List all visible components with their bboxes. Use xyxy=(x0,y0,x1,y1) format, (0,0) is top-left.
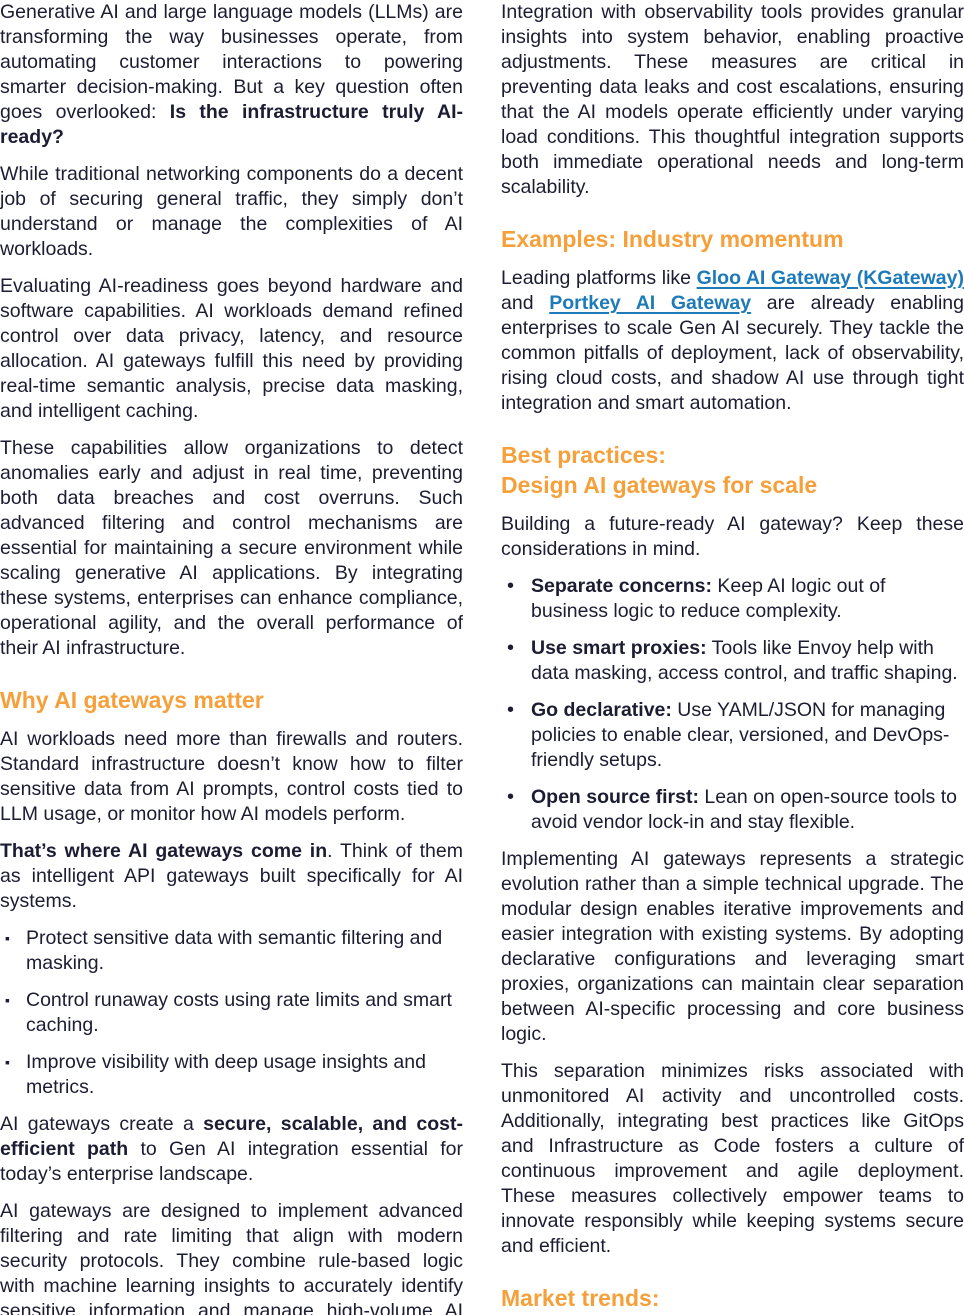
section-heading: Best practices:Design AI gateways for sc… xyxy=(501,442,818,498)
list-item: Use smart proxies: Tools like Envoy help… xyxy=(501,636,964,686)
text-run: Leading platforms like xyxy=(501,267,697,289)
bold-text: Separate concerns: xyxy=(531,575,712,597)
paragraph: Generative AI and large language models … xyxy=(0,0,463,150)
text-run: Lean on open-source tools to avoid vendo… xyxy=(531,786,957,833)
paragraph: Leading platforms like Gloo AI Gateway (… xyxy=(501,266,964,416)
paragraph: That’s where AI gateways come in. Think … xyxy=(0,839,463,914)
section-heading: Market trends:The rise of AI platform en… xyxy=(501,1285,660,1311)
text-run: These capabilities allow organizations t… xyxy=(0,437,463,659)
text-run: Generative AI and large language models … xyxy=(0,1,463,123)
bold-text: That’s where AI gateways come in xyxy=(0,840,328,862)
text-run: and xyxy=(501,292,550,314)
bold-text: Use smart proxies: xyxy=(531,637,707,659)
text-run: AI gateways create a xyxy=(0,1113,204,1135)
list-item: Separate concerns: Keep AI logic out of … xyxy=(501,574,964,624)
text-run: Evaluating AI-readiness goes beyond hard… xyxy=(0,275,463,422)
text-run: to Gen AI integration essential for toda… xyxy=(0,1138,463,1185)
paragraph: Building a future-ready AI gateway? Keep… xyxy=(501,512,964,562)
text-run: While traditional networking components … xyxy=(0,163,463,260)
paragraph: Implementing AI gateways represents a st… xyxy=(501,847,964,1047)
text-run: are already enabling enterprises to scal… xyxy=(501,292,964,414)
paragraph: While traditional networking components … xyxy=(0,162,463,262)
bullet-list: Separate concerns: Keep AI logic out of … xyxy=(501,574,964,835)
paragraph: These capabilities allow organizations t… xyxy=(0,436,463,661)
bullet-list: Protect sensitive data with semantic fil… xyxy=(0,926,463,1100)
text-run: AI workloads need more than firewalls an… xyxy=(0,728,463,825)
section-heading: Why AI gateways matter xyxy=(0,687,264,713)
list-item: Protect sensitive data with semantic fil… xyxy=(0,926,463,976)
text-run: AI gateways are designed to implement ad… xyxy=(0,1200,463,1315)
text-run: Implementing AI gateways represents a st… xyxy=(501,848,964,1045)
text-run: Integration with observability tools pro… xyxy=(501,1,964,198)
text-run: Control runaway costs using rate limits … xyxy=(26,989,452,1036)
column-left: Generative AI and large language models … xyxy=(0,0,463,1315)
paragraph: AI gateways create a secure, scalable, a… xyxy=(0,1112,463,1187)
paragraph: Integration with observability tools pro… xyxy=(501,0,964,200)
list-item: Control runaway costs using rate limits … xyxy=(0,988,463,1038)
bold-text: Open source first: xyxy=(531,786,699,808)
list-item: Open source first: Lean on open-source t… xyxy=(501,785,964,835)
paragraph: This separation minimizes risks associat… xyxy=(501,1059,964,1259)
link-portkey-ai-gateway[interactable]: Portkey AI Gateway xyxy=(549,292,752,314)
text-run: Improve visibility with deep usage insig… xyxy=(26,1051,426,1098)
column-right: Integration with observability tools pro… xyxy=(501,0,964,1315)
list-item: Go declarative: Use YAML/JSON for managi… xyxy=(501,698,964,773)
link-gloo-ai-gateway[interactable]: Gloo AI Gateway (KGateway) xyxy=(696,267,964,289)
bold-text: Is the infrastructure truly AI-ready? xyxy=(0,101,463,148)
bold-text: secure, scalable, and cost-efficient pat… xyxy=(0,1113,463,1160)
text-run: Building a future-ready AI gateway? Keep… xyxy=(501,513,964,560)
text-run: Use YAML/JSON for managing policies to e… xyxy=(531,699,950,771)
text-run: Protect sensitive data with semantic fil… xyxy=(26,927,443,974)
section-heading: Examples: Industry momentum xyxy=(501,226,844,252)
list-item: Improve visibility with deep usage insig… xyxy=(0,1050,463,1100)
paragraph: Evaluating AI-readiness goes beyond hard… xyxy=(0,274,463,424)
paragraph: AI workloads need more than firewalls an… xyxy=(0,727,463,827)
bold-text: Go declarative: xyxy=(531,699,672,721)
paragraph: AI gateways are designed to implement ad… xyxy=(0,1199,463,1315)
text-run: Keep AI logic out of business logic to r… xyxy=(531,575,886,622)
text-run: Tools like Envoy help with data masking,… xyxy=(531,637,958,684)
text-run: This separation minimizes risks associat… xyxy=(501,1060,964,1257)
text-run: . Think of them as intelligent API gatew… xyxy=(0,840,463,912)
